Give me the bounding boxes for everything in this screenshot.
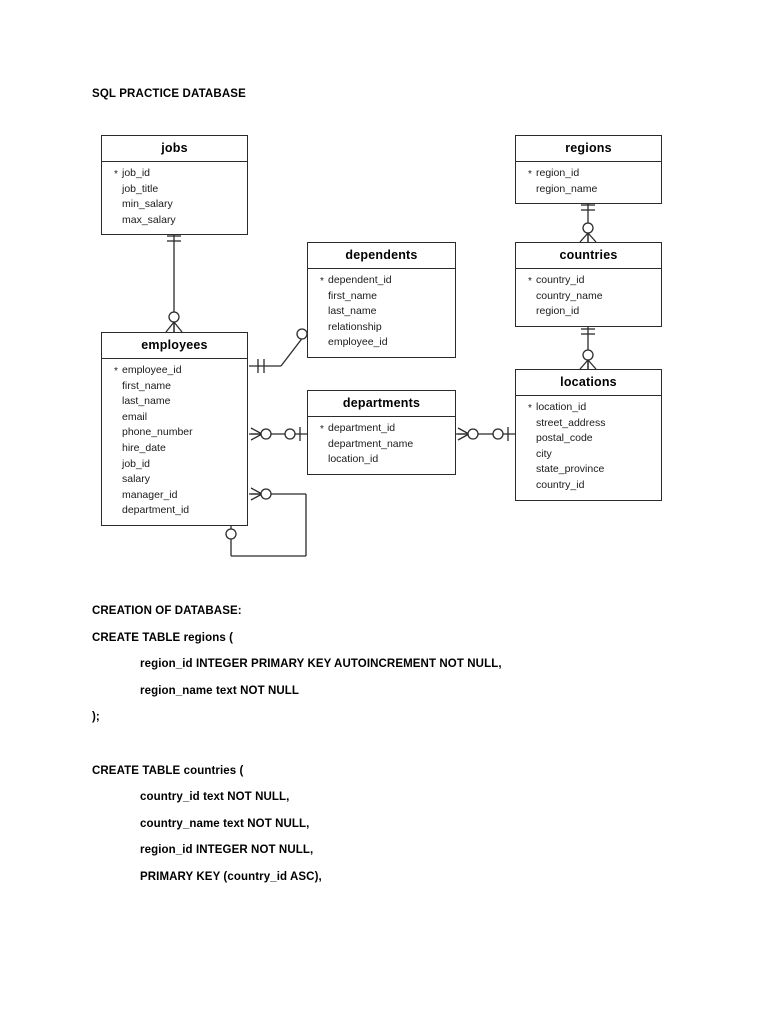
field-street-address: street_address <box>536 416 606 429</box>
sql-line-4 <box>92 731 692 758</box>
entity-regions-title: regions <box>516 136 661 162</box>
entity-regions[interactable]: regions region_id region_name <box>515 135 662 205</box>
entity-jobs-fields: job_id job_title min_salary max_salary <box>102 162 247 234</box>
field-manager-id: manager_id <box>122 488 178 501</box>
field-state-province: state_province <box>536 463 605 476</box>
field-loc-country-id: country_id <box>536 478 585 491</box>
page-title: SQL PRACTICE DATABASE <box>92 88 246 100</box>
entity-locations-fields: location_id street_address postal_code c… <box>516 396 661 500</box>
field-relationship: relationship <box>328 320 382 333</box>
entity-dependents-fields: dependent_id first_name last_name relati… <box>308 269 455 357</box>
field-country-id: country_id <box>516 273 661 288</box>
field-country-name: country_name <box>536 289 603 302</box>
field-location-id: location_id <box>516 400 661 415</box>
sql-line-7: country_name text NOT NULL, <box>140 817 310 830</box>
field-city: city <box>536 447 552 460</box>
field-phone-number: phone_number <box>122 426 193 439</box>
field-employee-id: employee_id <box>102 363 247 378</box>
field-job-title: job_title <box>122 182 159 195</box>
field-dependent-id: dependent_id <box>308 273 455 288</box>
entity-countries-fields: country_id country_name region_id <box>516 269 661 326</box>
entity-locations[interactable]: locations location_id street_address pos… <box>515 369 662 501</box>
entity-countries[interactable]: countries country_id country_name region… <box>515 242 662 327</box>
field-max-salary: max_salary <box>122 213 176 226</box>
field-hire-date: hire_date <box>122 441 166 454</box>
field-dep-last-name: last_name <box>328 305 377 318</box>
entity-departments-title: departments <box>308 391 455 417</box>
entity-departments[interactable]: departments department_id department_nam… <box>307 390 456 475</box>
entity-employees-fields: employee_id first_name last_name email p… <box>102 359 247 525</box>
entity-countries-title: countries <box>516 243 661 269</box>
entity-locations-title: locations <box>516 370 661 396</box>
sql-line-6: country_id text NOT NULL, <box>140 791 290 804</box>
field-dept-name: department_name <box>328 437 414 450</box>
entity-departments-fields: department_id department_name location_i… <box>308 417 455 474</box>
sql-line-3: ); <box>92 711 100 724</box>
field-first-name: first_name <box>122 379 172 392</box>
sql-line-0: CREATE TABLE regions ( <box>92 631 234 644</box>
field-dep-employee-id: employee_id <box>328 336 388 349</box>
sql-line-5: CREATE TABLE countries ( <box>92 764 244 777</box>
sql-heading: CREATION OF DATABASE: <box>92 605 242 617</box>
field-email: email <box>122 410 148 423</box>
field-dept-location: location_id <box>328 453 379 466</box>
sql-line-2: region_name text NOT NULL <box>140 684 300 697</box>
field-ctry-region-id: region_id <box>536 305 580 318</box>
sql-script: CREATION OF DATABASE: CREATE TABLE regio… <box>92 598 692 891</box>
entity-jobs[interactable]: jobs job_id job_title min_salary max_sal… <box>101 135 248 236</box>
field-job-id-fk: job_id <box>122 457 151 470</box>
field-salary: salary <box>122 473 151 486</box>
field-postal-code: postal_code <box>536 432 593 445</box>
field-min-salary: min_salary <box>122 198 173 211</box>
link-employees-dependents-b <box>280 331 308 367</box>
field-region-name: region_name <box>536 182 598 195</box>
entity-regions-fields: region_id region_name <box>516 162 661 203</box>
field-region-id: region_id <box>516 166 661 181</box>
field-department-id: department_id <box>122 504 190 517</box>
entity-employees-title: employees <box>102 333 247 359</box>
sql-line-1: region_id INTEGER PRIMARY KEY AUTOINCREM… <box>140 658 502 671</box>
field-last-name: last_name <box>122 395 171 408</box>
field-dep-first-name: first_name <box>328 289 378 302</box>
entity-jobs-title: jobs <box>102 136 247 162</box>
field-job-id: job_id <box>102 166 247 181</box>
er-diagram: jobs job_id job_title min_salary max_sal… <box>0 0 768 580</box>
sql-line-8: region_id INTEGER NOT NULL, <box>140 844 314 857</box>
field-dept-id: department_id <box>308 421 455 436</box>
entity-employees[interactable]: employees employee_id first_name last_na… <box>101 332 248 526</box>
sql-line-9: PRIMARY KEY (country_id ASC), <box>140 870 322 883</box>
entity-dependents[interactable]: dependents dependent_id first_name last_… <box>307 242 456 358</box>
entity-dependents-title: dependents <box>308 243 455 269</box>
